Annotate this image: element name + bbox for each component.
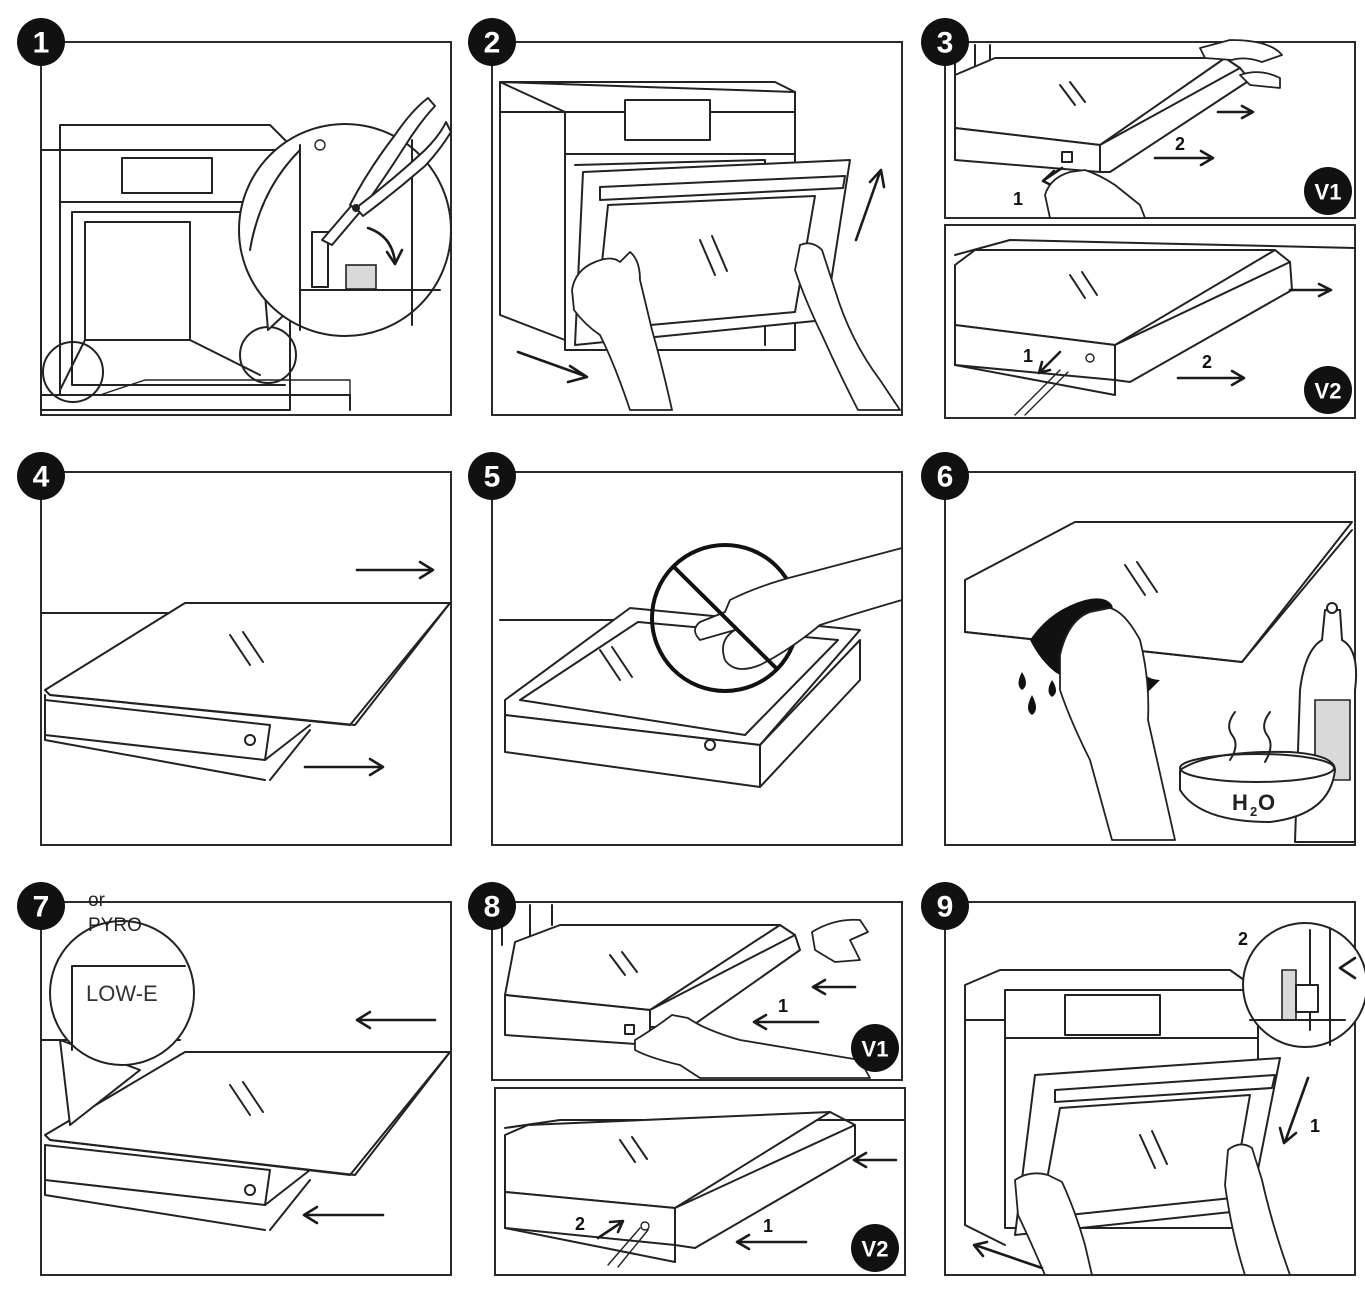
step-3-v2-badge xyxy=(1304,366,1352,414)
low-e-label: LOW-E xyxy=(86,981,158,1006)
step-3-v2-panel: 2 1 V2 xyxy=(944,224,1356,419)
step-9-panel: 2 1 9 xyxy=(921,882,1365,1276)
prohibited-sign-icon xyxy=(650,543,903,693)
water-label-o: O xyxy=(1258,790,1275,815)
water-label-sub: 2 xyxy=(1250,804,1257,819)
step-4-panel: 4 xyxy=(17,452,452,846)
hand-wiping xyxy=(1059,607,1176,841)
arrow-lift-up xyxy=(854,168,886,242)
arrow-down xyxy=(1278,1076,1310,1145)
step-7-panel: LOW-E or PYRO 7 xyxy=(17,882,452,1276)
step-7-badge xyxy=(17,882,65,930)
step-3-badge xyxy=(921,18,969,66)
step-3-v2-callout-2: 2 xyxy=(1202,352,1212,372)
step-8-v2-callout-1: 1 xyxy=(763,1216,773,1236)
hinge-detail-magnifier xyxy=(1242,922,1365,1048)
hand-right xyxy=(1224,1143,1291,1276)
step-4-badge xyxy=(17,452,65,500)
step-3-v2-label: V2 xyxy=(1315,379,1342,404)
arrow-push-in xyxy=(972,1240,1044,1270)
step-5-badge xyxy=(468,452,516,500)
pyro-label: PYRO xyxy=(88,915,142,936)
water-label-h: H xyxy=(1232,790,1248,815)
step-6-badge xyxy=(921,452,969,500)
step-5-panel: 5 xyxy=(468,452,903,846)
step-7-number: 7 xyxy=(33,891,50,924)
arrow-right-bottom xyxy=(303,757,385,777)
step-9-callout-2: 2 xyxy=(1238,929,1248,949)
arrow-pull-out xyxy=(516,350,589,384)
step-2-number: 2 xyxy=(484,27,501,60)
oven-illustration xyxy=(40,124,351,411)
step-3-number: 3 xyxy=(937,27,954,60)
step-3-v1-callout-2: 2 xyxy=(1175,134,1185,154)
step-8-v1-label: V1 xyxy=(862,1037,889,1062)
step-2-panel: 2 xyxy=(468,18,903,416)
arrow-right-top xyxy=(355,560,435,580)
step-1-badge xyxy=(17,18,65,66)
step-8-v2-label: V2 xyxy=(862,1237,889,1262)
step-6-number: 6 xyxy=(937,461,954,494)
step-3-v1-badge xyxy=(1304,167,1352,215)
step-8-v1-badge xyxy=(851,1024,899,1072)
step-8-v2-panel: 2 1 V2 xyxy=(494,1087,906,1276)
pliers-icon xyxy=(321,97,452,246)
arrow-left-top xyxy=(355,1010,437,1030)
step-1-panel: 1 xyxy=(17,18,452,416)
step-9-callout-1: 1 xyxy=(1310,1116,1320,1136)
step-6-panel: H 2 O 6 xyxy=(921,452,1358,846)
step-9-number: 9 xyxy=(937,891,954,924)
step-8-badge xyxy=(468,882,516,930)
step-5-number: 5 xyxy=(484,461,501,494)
hand-left xyxy=(571,251,673,411)
hinge-circle-left xyxy=(42,341,104,403)
step-8-v2-badge xyxy=(851,1224,899,1272)
step-8-number: 8 xyxy=(484,891,501,924)
water-bowl-icon: H 2 O xyxy=(1179,711,1336,823)
or-label: or xyxy=(88,890,106,911)
low-e-magnifier: LOW-E xyxy=(49,920,195,1126)
step-3-v1-label: V1 xyxy=(1315,180,1342,205)
hand-right xyxy=(794,242,901,411)
step-3-v2-callout-1: 1 xyxy=(1023,346,1033,366)
water-drops-icon xyxy=(1018,672,1056,715)
step-1-number: 1 xyxy=(33,27,50,60)
step-9-badge xyxy=(921,882,969,930)
step-8-v2-callout-2: 2 xyxy=(575,1214,585,1234)
step-3-v1-callout-1: 1 xyxy=(1013,189,1023,209)
step-8-v1-panel: 1 V1 xyxy=(491,901,903,1081)
step-2-badge xyxy=(468,18,516,66)
step-4-number: 4 xyxy=(33,461,50,494)
step-3-v1-panel: 2 1 V1 xyxy=(944,39,1356,219)
arrow-left-bottom xyxy=(302,1205,385,1225)
step-8-v1-callout-1: 1 xyxy=(778,996,788,1016)
hand-left xyxy=(1014,1172,1093,1276)
